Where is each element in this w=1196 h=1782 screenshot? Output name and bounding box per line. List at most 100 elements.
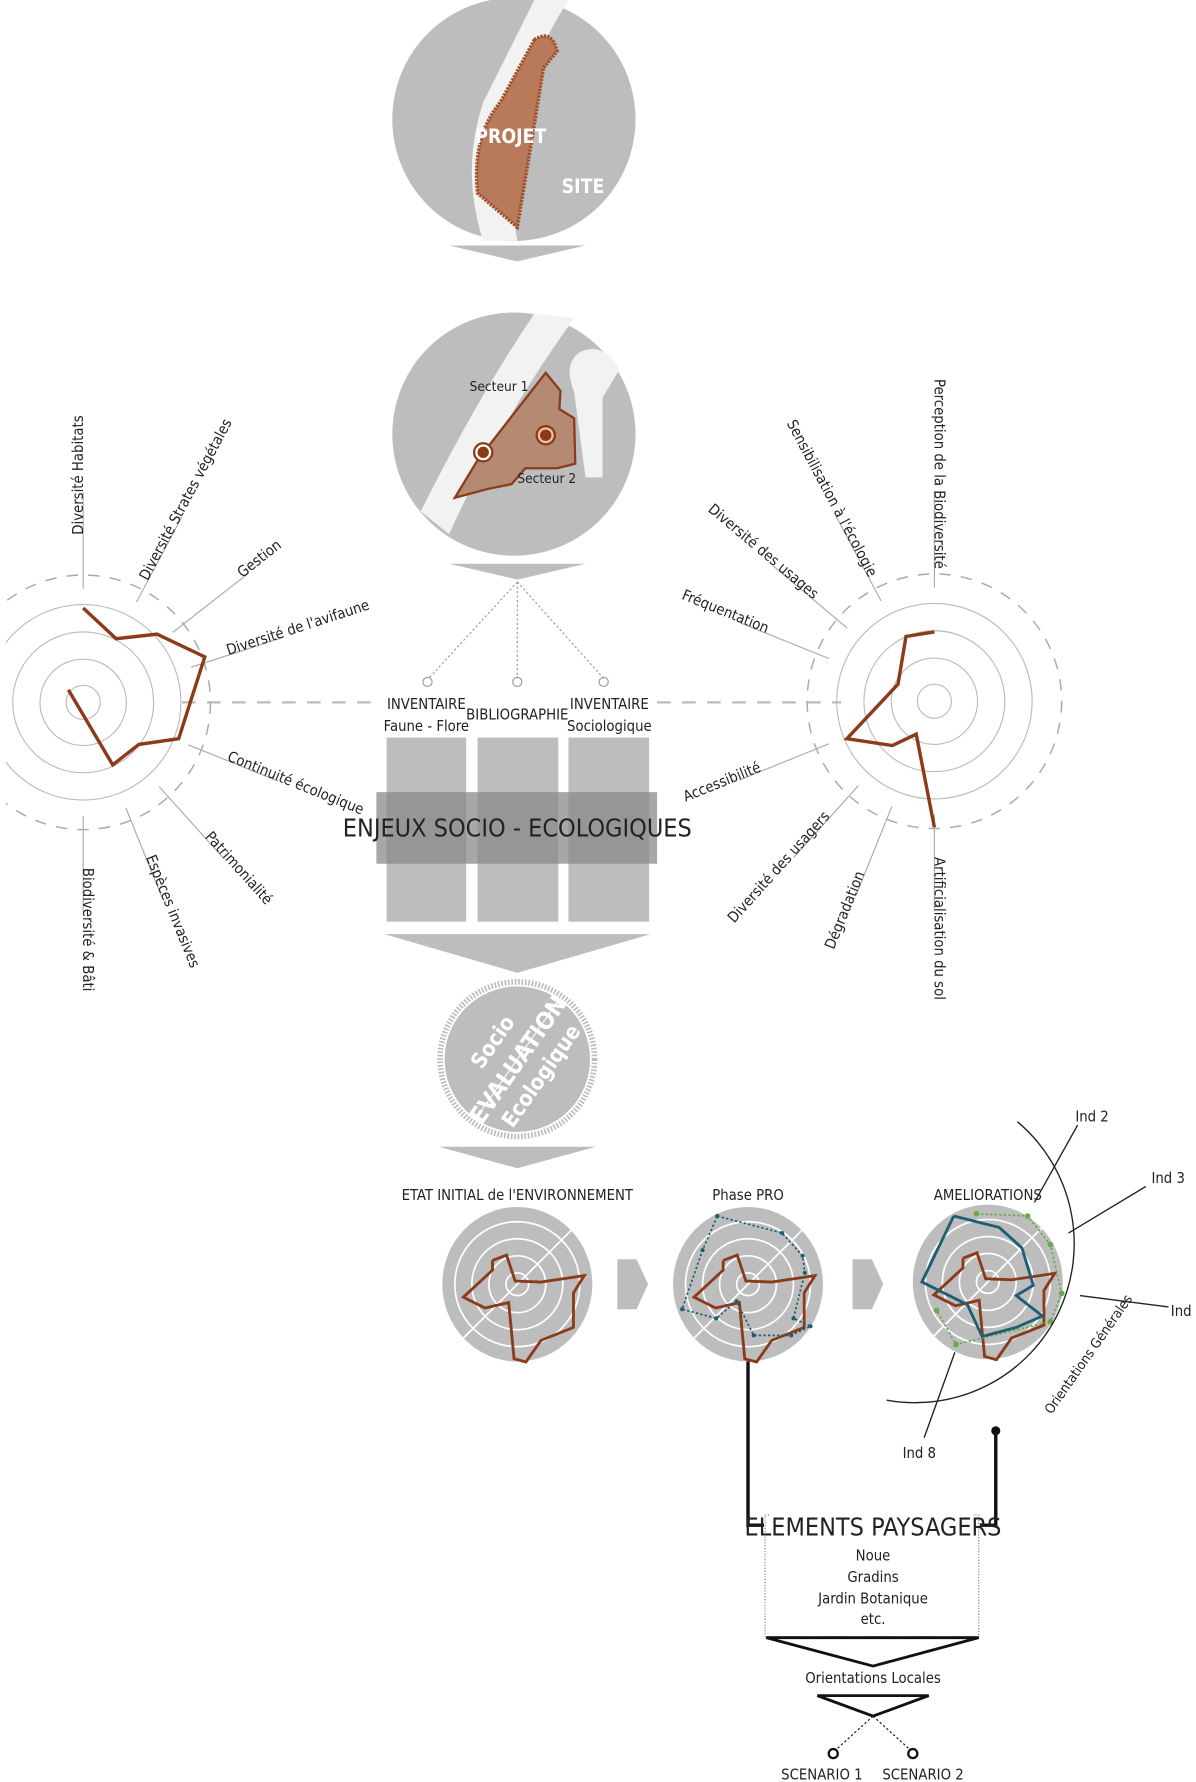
- indicator-point: [1024, 1213, 1031, 1219]
- site-label: SITE: [562, 175, 605, 198]
- phase-label-pro: Phase PRO: [712, 1187, 784, 1204]
- ecology-axis-label: Espèces invasives: [142, 852, 203, 970]
- radar-axis-line: [772, 565, 848, 629]
- radar-axis-line: [855, 806, 893, 897]
- pro-phase-point: [791, 1316, 796, 1321]
- indicator-8: Ind 8: [903, 1445, 936, 1462]
- pro-phase-point: [714, 1316, 719, 1321]
- phase-radar-3: [912, 1204, 1065, 1362]
- ecology-axis-label: Biodiversité & Bâti: [79, 868, 96, 992]
- indicator-point: [1047, 1318, 1054, 1325]
- source-3-line2: Sociologique: [567, 718, 652, 735]
- radar-ring: [863, 630, 1006, 773]
- radar-value-line: [66, 606, 207, 768]
- phase-radar-2: [673, 1206, 824, 1364]
- source-1-line2: Faune - Flore: [384, 718, 469, 735]
- connector-orientations: [979, 1431, 998, 1527]
- ecology-axis-label: Continuité écologique: [225, 748, 366, 818]
- indicator-2: Ind 2: [1075, 1109, 1108, 1126]
- radar-axis-line: [136, 516, 183, 603]
- pro-phase-point: [808, 1324, 813, 1329]
- pro-phase-point: [780, 1231, 785, 1236]
- phase-label-ameliorations: AMELIORATIONS: [934, 1187, 1042, 1204]
- elements-title: ELEMENTS PAYSAGERS: [745, 1512, 1002, 1541]
- indicator-5: Ind 5: [1171, 1303, 1196, 1320]
- arrow-right: [852, 1259, 884, 1310]
- indicator-point: [953, 1341, 959, 1348]
- social-radar: Perception de la BiodiversitéSensibilisa…: [679, 379, 1063, 1000]
- indicator-links: [923, 1124, 1169, 1438]
- phase-ring: [718, 1254, 778, 1314]
- radar-ring: [39, 658, 127, 747]
- arrow-right: [617, 1259, 649, 1310]
- sector1-label: Secteur 1: [470, 379, 529, 395]
- ecology-axis-label: Patrimonialité: [202, 828, 276, 908]
- radar-dashed-ring: [806, 573, 1063, 830]
- sector2-label: Secteur 2: [517, 471, 576, 487]
- initial-state-line: [691, 1253, 818, 1364]
- radar-axis-line: [158, 786, 225, 859]
- phase-ring: [488, 1254, 547, 1314]
- indicator-point: [973, 1210, 980, 1217]
- mask: [0, 554, 6, 851]
- phase-diagonal: [462, 1229, 573, 1340]
- pro-phase-point: [700, 1248, 705, 1253]
- radar-ring: [890, 657, 979, 745]
- pro-phase-point: [802, 1270, 807, 1275]
- radar-ring: [0, 604, 182, 801]
- enjeux-label: ENJEUX SOCIO - ECOLOGIQUES: [343, 813, 692, 842]
- ecology-axis-label: Gestion: [234, 537, 285, 582]
- project-label: PROJET: [475, 125, 546, 148]
- sector-map: Secteur 1 Secteur 2: [392, 312, 636, 556]
- element-item: Gradins: [847, 1569, 898, 1586]
- indicator-point: [933, 1307, 940, 1314]
- phase-ring: [975, 1269, 1001, 1295]
- phase-ring: [470, 1237, 564, 1331]
- pro-phase-point: [734, 1299, 739, 1304]
- connector-pro: [746, 1361, 764, 1527]
- social-axis-label: Accessibilité: [681, 759, 763, 805]
- arrow-down-large: [384, 934, 651, 973]
- social-axis-label: Dégradation: [822, 869, 869, 952]
- arrow-down: [449, 245, 586, 262]
- scenario-2-node[interactable]: [907, 1747, 919, 1760]
- site-map: PROJET SITE: [392, 0, 636, 241]
- ecology-axis-label: Diversité Habitats: [70, 415, 87, 534]
- scenario-1-node[interactable]: [827, 1747, 839, 1760]
- phase-ring: [701, 1237, 795, 1331]
- element-item: Noue: [856, 1547, 891, 1564]
- orientations-arc: [886, 1121, 1075, 1404]
- social-axis-label: Sensibilisation à l'écologie: [783, 417, 880, 580]
- source-links: [422, 581, 609, 688]
- arrow-down: [449, 563, 586, 580]
- element-item: etc.: [861, 1611, 886, 1628]
- funnel-1: [765, 1636, 980, 1668]
- enjeux-band: [376, 792, 658, 864]
- phase-label-initial: ETAT INITIAL de l'ENVIRONNEMENT: [402, 1187, 634, 1204]
- pro-phase-point: [715, 1213, 720, 1219]
- radar-axis-line: [739, 621, 830, 660]
- social-axis-label: Artificialisation du sol: [930, 857, 947, 1000]
- radar-axis-line: [188, 744, 279, 782]
- indicator-3: Ind 3: [1151, 1170, 1184, 1187]
- ecology-axis-label: Diversité Strates végétales: [136, 416, 236, 583]
- phase-radar-1: [442, 1206, 593, 1364]
- radar-ring: [12, 631, 155, 774]
- radar-axis-line: [739, 743, 830, 781]
- social-axis-label: Diversité des usagers: [725, 808, 834, 926]
- radar-axis-line: [125, 807, 163, 898]
- scenario-2-label: SCENARIO 2: [882, 1767, 963, 1782]
- phase-ring: [735, 1272, 761, 1297]
- radar-axis-line: [835, 515, 882, 602]
- indicator-point: [1058, 1290, 1065, 1297]
- radar-axis-line: [172, 572, 250, 633]
- pro-phase-point: [680, 1307, 685, 1312]
- social-axis-label: Diversité des usages: [705, 501, 822, 603]
- source-1-line1: INVENTAIRE: [387, 696, 466, 713]
- phase-diagonal: [692, 1229, 804, 1340]
- social-axis-label: Fréquentation: [679, 587, 771, 637]
- initial-state-line: [460, 1253, 588, 1364]
- source-3-line1: INVENTAIRE: [570, 696, 649, 713]
- arrow-down: [438, 1146, 596, 1169]
